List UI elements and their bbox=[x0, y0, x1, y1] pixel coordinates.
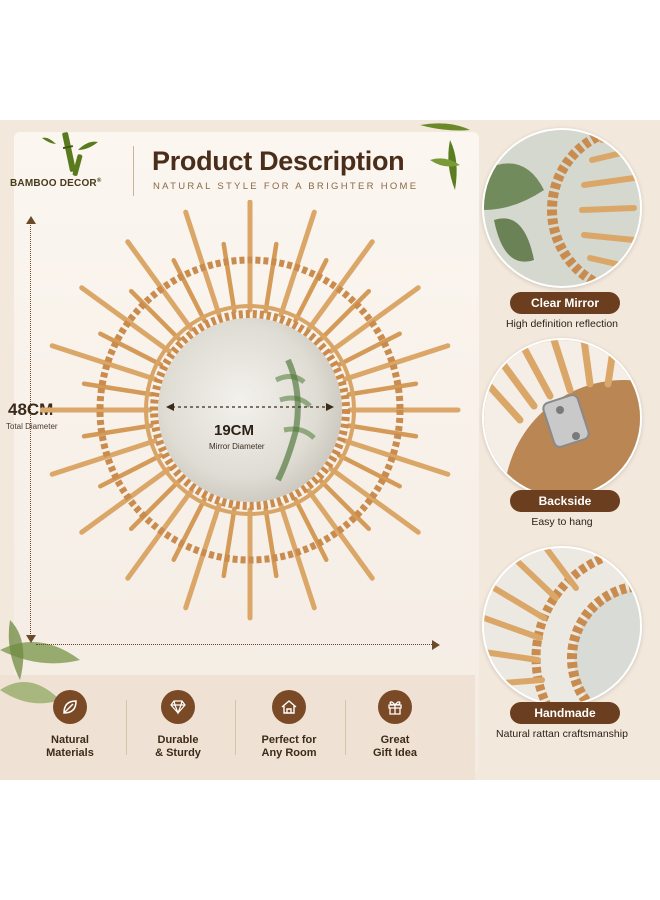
page-title: Product Description bbox=[152, 146, 405, 176]
rattan-ray bbox=[98, 331, 164, 367]
detail-title: Clear Mirror bbox=[510, 292, 620, 314]
rattan-ray bbox=[306, 239, 375, 332]
feature-label: Natural Materials bbox=[46, 734, 94, 759]
rattan-ray bbox=[293, 258, 329, 324]
total-diameter-value: 48CM bbox=[8, 400, 54, 419]
rattan-ray bbox=[342, 438, 451, 477]
rattan-ray bbox=[328, 466, 421, 535]
rattan-ray bbox=[318, 288, 372, 342]
detail-caption: Natural rattan craftsmanship bbox=[496, 728, 628, 740]
feature-natural-materials: Natural Materials bbox=[20, 690, 120, 760]
rattan-ray bbox=[183, 209, 222, 318]
rattan-ray bbox=[79, 285, 172, 354]
rattan-ray bbox=[336, 453, 402, 489]
rattan-ray bbox=[278, 209, 317, 318]
rattan-ray bbox=[306, 488, 375, 581]
rattan-ray bbox=[221, 241, 237, 314]
detail-caption: High definition reflection bbox=[505, 318, 619, 330]
diamond-icon bbox=[161, 690, 195, 724]
rattan-ray bbox=[79, 466, 172, 535]
rattan-ray bbox=[49, 438, 158, 477]
arrow-right-icon bbox=[432, 640, 440, 650]
feature-divider bbox=[126, 700, 127, 755]
rattan-ray bbox=[328, 285, 421, 354]
rattan-ray bbox=[346, 381, 419, 397]
house-icon bbox=[272, 690, 306, 724]
mirror-diameter-value: 19CM bbox=[214, 422, 255, 439]
rattan-ray bbox=[221, 506, 237, 579]
total-diameter-line bbox=[30, 220, 32, 640]
rattan-ray bbox=[128, 478, 182, 532]
feature-label: Great Gift Idea bbox=[372, 734, 417, 759]
rattan-ray bbox=[125, 488, 194, 581]
feature-label: Perfect for Any Room bbox=[261, 734, 317, 759]
total-diameter-label: Total Diameter bbox=[6, 422, 58, 431]
detail-backside-image bbox=[482, 338, 642, 498]
rattan-ray bbox=[171, 496, 207, 562]
rattan-ray bbox=[183, 502, 222, 611]
arrow-up-icon bbox=[26, 216, 36, 224]
rattan-ray bbox=[346, 423, 419, 439]
bamboo-logo-icon bbox=[42, 132, 98, 176]
rattan-ray bbox=[318, 478, 372, 532]
mirror-diameter-label: Mirror Diameter bbox=[209, 442, 265, 451]
rattan-ray bbox=[128, 288, 182, 342]
rattan-ray bbox=[336, 331, 402, 367]
width-line bbox=[36, 644, 436, 646]
brand-name: BAMBOO DECOR® bbox=[10, 178, 102, 189]
detail-caption: Easy to hang bbox=[531, 516, 593, 528]
rattan-ray bbox=[278, 502, 317, 611]
feature-divider bbox=[345, 700, 346, 755]
detail-handmade-image bbox=[482, 546, 642, 706]
detail-title: Handmade bbox=[510, 702, 620, 724]
rattan-ray bbox=[263, 506, 279, 579]
rattan-ray bbox=[171, 258, 207, 324]
arrow-down-icon bbox=[26, 635, 36, 643]
header-divider bbox=[133, 146, 134, 196]
feature-durable: Durable & Sturdy bbox=[128, 690, 228, 760]
rattan-ray bbox=[125, 239, 194, 332]
rattan-ray bbox=[342, 343, 451, 382]
product-infographic: BAMBOO DECOR® Product Description NATURA… bbox=[0, 120, 660, 780]
detail-clear-mirror-image bbox=[482, 128, 642, 288]
gift-icon bbox=[378, 690, 412, 724]
feature-any-room: Perfect for Any Room bbox=[239, 690, 339, 760]
rattan-ray bbox=[293, 496, 329, 562]
rattan-ray bbox=[263, 241, 279, 314]
bamboo-leaves-icon bbox=[420, 123, 470, 190]
detail-title: Backside bbox=[510, 490, 620, 512]
feature-divider bbox=[235, 700, 236, 755]
page-subtitle: NATURAL STYLE FOR A BRIGHTER HOME bbox=[153, 181, 419, 192]
bamboo-leaves-icon bbox=[0, 620, 80, 704]
feature-gift: Great Gift Idea bbox=[345, 690, 445, 760]
rattan-ray bbox=[81, 423, 154, 439]
rattan-ray bbox=[81, 381, 154, 397]
leaf-icon bbox=[53, 690, 87, 724]
feature-label: Durable & Sturdy bbox=[155, 734, 201, 759]
rattan-ray bbox=[98, 453, 164, 489]
rattan-mirror-image bbox=[40, 200, 461, 621]
rattan-ray bbox=[49, 343, 158, 382]
